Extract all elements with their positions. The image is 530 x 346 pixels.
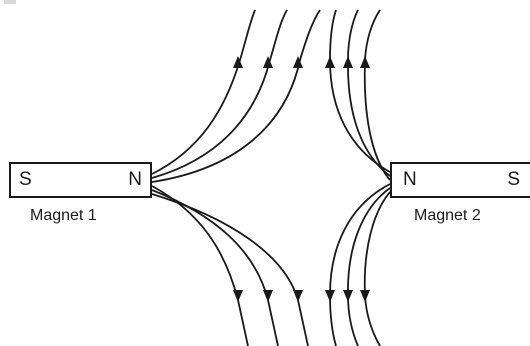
magnet-1-bar: S N xyxy=(9,162,152,198)
magnet-1-caption: Magnet 1 xyxy=(30,207,97,224)
magnet-1-north-pole: N xyxy=(128,169,142,190)
field-line xyxy=(347,9,391,177)
field-line xyxy=(347,187,391,346)
arrowhead xyxy=(360,290,370,302)
field-line xyxy=(363,9,391,181)
arrowhead xyxy=(343,56,353,68)
field-line xyxy=(151,9,288,179)
magnet-2-bar: N S xyxy=(390,162,530,198)
field-line xyxy=(363,191,391,346)
field-line xyxy=(151,193,309,346)
arrowhead xyxy=(293,56,303,68)
arrowhead xyxy=(233,56,243,68)
scan-artifact xyxy=(4,0,16,4)
field-line xyxy=(151,189,279,346)
magnet-2-north-pole: N xyxy=(403,169,417,190)
arrowhead xyxy=(325,56,335,68)
field-line xyxy=(329,183,391,346)
arrowhead xyxy=(293,290,303,302)
arrowhead xyxy=(263,56,273,68)
field-line xyxy=(151,9,321,183)
field-line xyxy=(151,9,256,175)
arrowhead xyxy=(325,290,335,302)
field-line xyxy=(151,185,249,346)
arrowhead xyxy=(360,56,370,68)
arrowhead xyxy=(233,290,243,302)
magnet-2-caption: Magnet 2 xyxy=(414,207,481,224)
magnet-1-south-pole: S xyxy=(19,169,32,190)
arrowhead xyxy=(263,290,273,302)
field-line xyxy=(329,9,391,173)
magnet-2-south-pole: S xyxy=(507,169,520,190)
arrowhead xyxy=(343,290,353,302)
